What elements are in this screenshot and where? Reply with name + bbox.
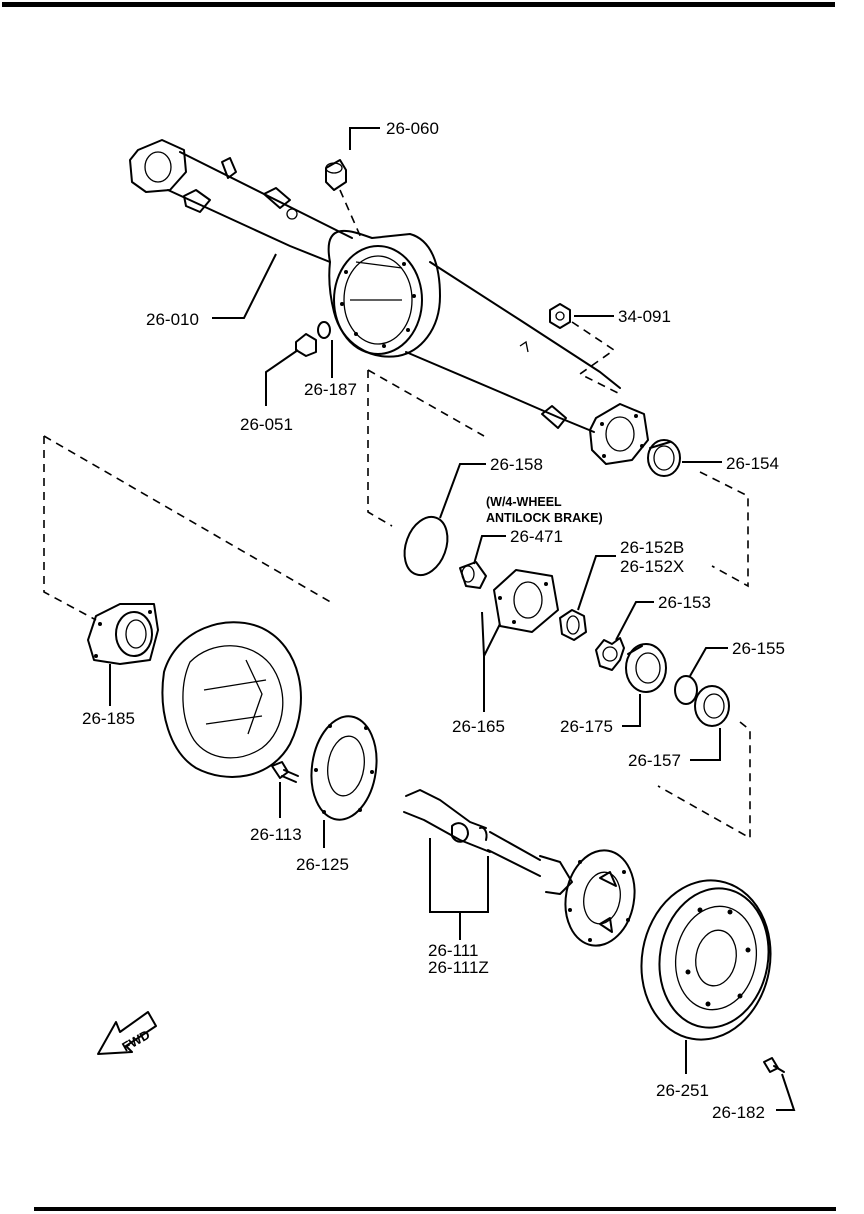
label-26-182: 26-182 <box>712 1103 765 1122</box>
dashed-guide-right-bottom <box>657 721 751 840</box>
bottom-border-rule <box>34 1207 836 1211</box>
label-26-165: 26-165 <box>452 717 505 736</box>
dashed-guide-center <box>367 370 393 527</box>
leader-26-182 <box>776 1073 796 1111</box>
label-note-line2: ANTILOCK BRAKE) <box>486 511 603 525</box>
label-26-152b: 26-152B <box>620 538 684 557</box>
breather-dashed-guide <box>339 189 363 241</box>
label-26-158: 26-158 <box>490 455 543 474</box>
leader-26-051 <box>265 349 299 406</box>
gasket-washer <box>317 321 331 339</box>
leader-26-471 <box>473 535 506 565</box>
axle-shaft <box>403 789 636 947</box>
fwd-arrow-icon: FWD <box>97 1011 157 1055</box>
leader-26-165 <box>481 611 501 712</box>
label-26-060: 26-060 <box>386 119 439 138</box>
label-26-157: 26-157 <box>628 751 681 770</box>
label-26-113: 26-113 <box>250 825 302 844</box>
bearing-retainer <box>87 603 159 665</box>
label-26-175: 26-175 <box>560 717 613 736</box>
nut-part <box>549 303 571 329</box>
brake-drum <box>640 879 772 1041</box>
leader-26-060 <box>349 127 380 150</box>
label-26-185: 26-185 <box>82 709 135 728</box>
abs-sensor-part <box>459 561 487 589</box>
leader-26-153 <box>615 601 654 641</box>
bolt-part <box>271 761 299 783</box>
leader-26-175 <box>622 694 641 727</box>
leader-26-155 <box>689 647 728 677</box>
label-26-125: 26-125 <box>296 855 349 874</box>
label-26-051: 26-051 <box>240 415 293 434</box>
label-26-152x: 26-152X <box>620 557 684 576</box>
label-26-153: 26-153 <box>658 593 711 612</box>
drain-plug <box>295 333 317 357</box>
axle-housing <box>129 139 649 465</box>
dashed-guide-left <box>43 435 335 605</box>
hub-gasket <box>310 715 378 821</box>
label-26-111: 26-111 <box>428 941 478 960</box>
dashed-guide-left-vert <box>43 436 97 621</box>
label-26-187: 26-187 <box>304 380 357 399</box>
oil-seal <box>647 439 681 477</box>
leader-26-157 <box>690 728 721 761</box>
outer-seal <box>694 685 730 727</box>
label-26-154: 26-154 <box>726 454 779 473</box>
top-border-rule <box>2 2 835 7</box>
label-26-111z: 26-111Z <box>428 958 489 977</box>
dashed-guide-right-top <box>699 471 749 588</box>
label-26-010: 26-010 <box>146 310 199 329</box>
leader-26-111 <box>429 838 489 940</box>
lock-washer-part <box>595 637 625 671</box>
sensor-plate <box>493 569 559 633</box>
label-note-line1: (W/4-WHEEL <box>486 495 562 509</box>
bearing-part <box>625 643 667 693</box>
leader-26-158 <box>439 463 486 519</box>
brake-backing-plate <box>161 621 302 778</box>
breather-plug <box>325 159 347 191</box>
label-26-471: 26-471 <box>510 527 563 546</box>
o-ring <box>403 515 449 577</box>
lock-nut-part <box>559 609 587 641</box>
dashed-guide-center-top <box>367 369 485 437</box>
label-34-091: 34-091 <box>618 307 671 326</box>
label-26-155: 26-155 <box>732 639 785 658</box>
label-26-251: 26-251 <box>656 1081 709 1100</box>
leader-26-152 <box>577 555 616 611</box>
retainer-ring <box>674 675 698 705</box>
leader-26-010 <box>212 253 277 319</box>
drum-bolt <box>763 1057 785 1073</box>
dashed-guide-nut <box>571 321 621 395</box>
